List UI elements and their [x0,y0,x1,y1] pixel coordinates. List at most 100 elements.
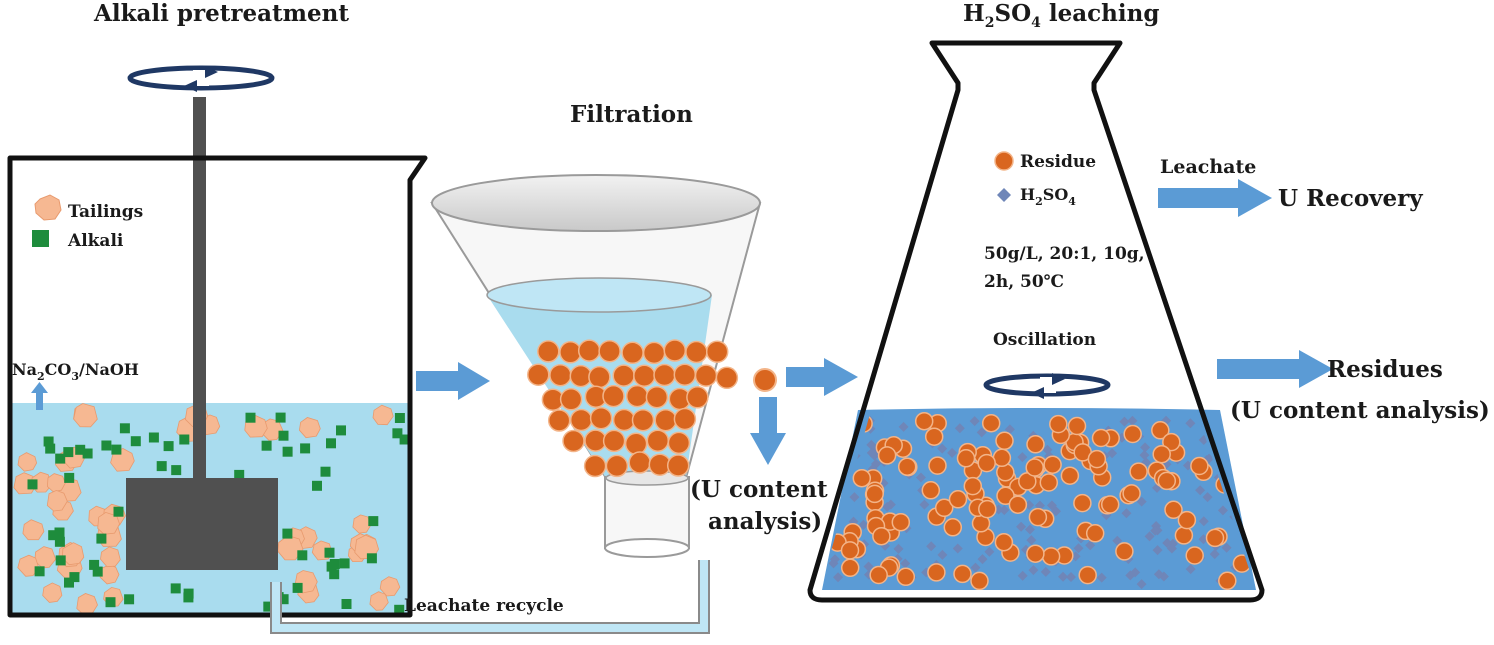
acid-particle [1046,500,1057,511]
residue-particle [621,341,644,365]
alkali-particle [170,583,181,594]
acid-particle [858,519,869,530]
rotation-icon [127,65,275,92]
tailings-particle [298,417,321,439]
alkali-particle [92,566,103,577]
alkali-particle [64,577,74,588]
residue-particle [1025,458,1044,477]
alkali-particle [27,479,38,490]
alkali-particle [282,528,293,539]
legend-pretreatment: Tailings Alkali [32,194,143,251]
acid-particle [976,427,987,438]
residue-particle-icon [753,368,777,392]
oscillation-icon [983,373,1111,399]
acid-particle [937,443,948,454]
alkali-particle [82,448,93,459]
residue-particle [1185,546,1204,565]
residue-particle [1205,528,1225,548]
residue-particle [1073,493,1092,513]
acid-particle [1139,450,1150,461]
residue-particle [583,454,607,478]
acid-particle [1024,524,1035,535]
residue-particle [612,364,635,387]
alkali-particle [69,572,80,583]
leachate-recycle-label: Leachate recycle [404,596,564,616]
arrow-to-filtration [416,362,490,400]
residue-particle [1122,484,1141,503]
residue-particle [978,499,997,519]
acid-particle [1185,564,1196,575]
acid-particle [1209,549,1220,560]
tailings-particle [277,535,304,561]
reagent-arrow [31,382,48,410]
acid-particle [1144,531,1155,542]
residue-particle [584,429,607,452]
reagent-label: Na2CO3/NaOH [12,360,139,383]
residue-particle [569,408,593,432]
residue-particle [549,363,572,387]
acid-particle [1198,516,1209,527]
residue-particle [1152,444,1171,464]
acid-particle [893,543,904,554]
residue-particle [891,512,911,532]
alkali-particle [341,599,352,609]
residue-particle [840,558,860,578]
alkali-particle [326,561,337,572]
residue-particle [631,408,655,432]
residues-analysis-label: (U content analysis) [1230,397,1490,424]
tailings-particle [17,452,38,472]
residue-particle [685,340,708,364]
residue-particle [628,451,651,474]
residue-particle [1129,462,1148,481]
residue-particle [577,339,601,362]
alkali-particle [320,466,331,477]
acid-particle [1058,571,1069,582]
u-recovery-label: U Recovery [1278,185,1423,212]
arrow-to-analysis [750,397,786,465]
residue-particle [602,429,626,453]
filter-analysis-label-1: (U content [690,476,828,503]
alkali-label: Alkali [67,231,124,251]
residue-particle [663,339,687,362]
residue-particle [852,468,872,488]
alkali-particle [263,601,274,612]
tailings-particle [352,514,372,534]
residue-particle [653,363,676,387]
residue-particle [673,363,697,386]
funnel [430,174,762,558]
residue-particle [840,541,860,560]
alkali-particle [130,436,141,447]
alkali-particle [55,555,66,566]
residue-particle [877,446,897,465]
residue-particle [624,432,648,456]
acid-particle [1140,442,1151,453]
alkali-particle [336,425,346,436]
residue-particle [1008,495,1028,514]
tailings-particle [372,404,394,426]
alkali-particle [179,434,190,445]
acid-particle [1004,424,1015,435]
acid-particle [1119,416,1130,427]
residue-particle [1091,428,1111,448]
residue-particle [1067,416,1087,436]
funnel-residue-particles [527,339,739,478]
residue-particle [537,340,560,363]
acid-particle [969,416,980,427]
residue-particle [612,408,636,432]
alkali-icon [32,230,49,247]
residue-particle [1041,547,1061,566]
alkali-particle [55,453,66,464]
tailings-particle [61,542,85,566]
residue-particle [1039,473,1059,492]
residue-particle [1164,500,1183,520]
alkali-particle [392,428,403,439]
acid-icon [997,188,1011,202]
acid-particle [1112,535,1123,546]
alkali-particle [34,566,45,577]
tailings-particle [369,591,389,611]
residue-particle [602,384,625,408]
residue-particle [1026,544,1045,563]
residue-particle [654,408,677,432]
residue-particle [896,567,916,587]
alkali-particle [89,559,100,570]
